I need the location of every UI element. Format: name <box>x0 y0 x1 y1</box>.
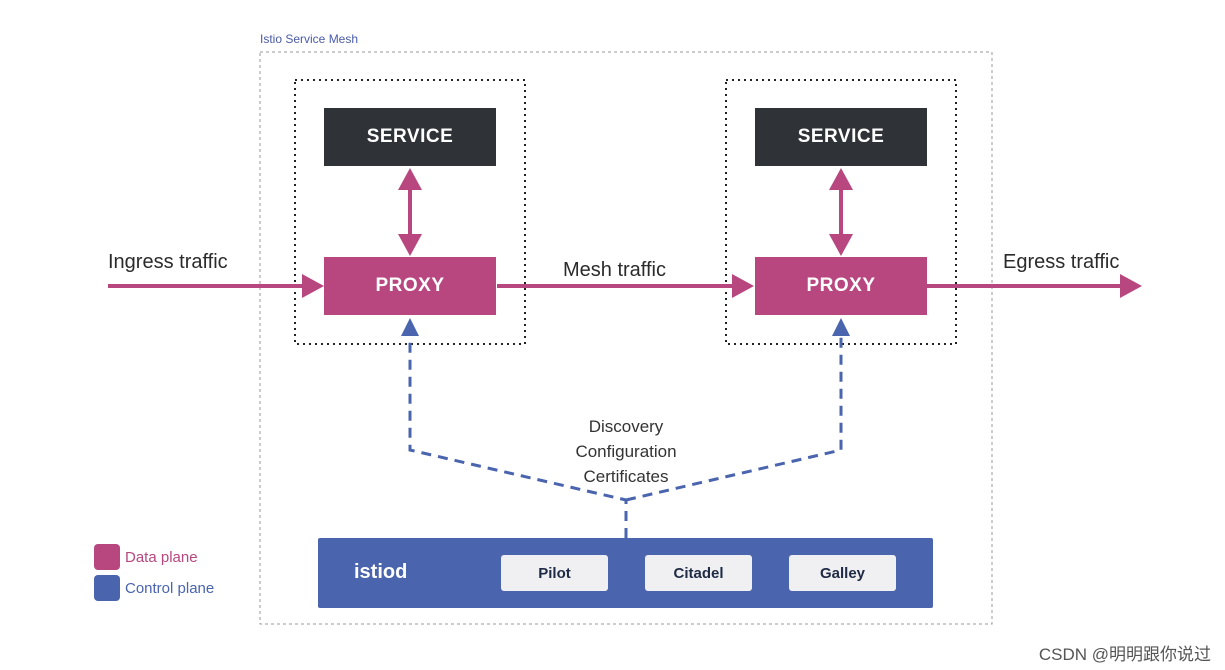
discovery-label: Discovery <box>588 417 664 436</box>
service-proxy-arrow-right <box>829 168 853 256</box>
control-arrowhead-right <box>832 318 850 336</box>
mesh-traffic-label: Mesh traffic <box>563 259 666 281</box>
citadel-chip: Citadel <box>645 555 752 591</box>
proxy-box-left: PROXY <box>324 257 496 315</box>
service-box-right: SERVICE <box>755 108 927 166</box>
service-proxy-arrow-left <box>398 168 422 256</box>
watermark: CSDN @明明跟你说过 <box>1038 645 1211 664</box>
proxy-box-right: PROXY <box>755 257 927 315</box>
pilot-chip: Pilot <box>501 555 608 591</box>
certificates-label: Certificates <box>583 467 669 486</box>
control-plane-connector <box>408 336 843 538</box>
galley-chip: Galley <box>789 555 896 591</box>
service-box-left: SERVICE <box>324 108 496 166</box>
ingress-arrow <box>108 274 324 298</box>
ingress-label: Ingress traffic <box>108 251 228 273</box>
legend-label-data-plane: Data plane <box>125 549 198 566</box>
service-mesh-boundary <box>259 51 993 625</box>
pod-boundary-left <box>294 79 526 345</box>
egress-label: Egress traffic <box>1003 251 1120 273</box>
control-arrowhead-left <box>401 318 419 336</box>
legend-swatch-data-plane <box>94 544 120 570</box>
pod-boundary-right <box>725 79 957 345</box>
legend-label-control-plane: Control plane <box>125 580 215 597</box>
egress-arrow <box>927 274 1142 298</box>
mesh-traffic-arrow <box>497 274 754 298</box>
istiod-label: istiod <box>354 561 408 583</box>
mesh-label: Istio Service Mesh <box>260 32 359 46</box>
legend-swatch-control-plane <box>94 575 120 601</box>
control-labels: Discovery Configuration Certificates <box>526 414 726 489</box>
configuration-label: Configuration <box>575 442 677 461</box>
